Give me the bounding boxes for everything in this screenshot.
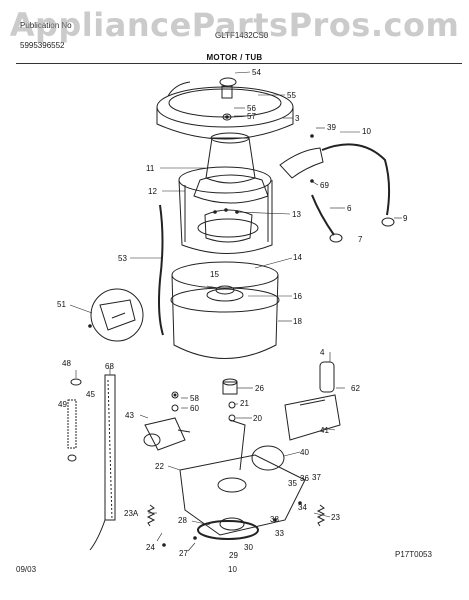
callout-7: 7	[358, 235, 363, 244]
watermark-text: AppliancePartsPros.com	[9, 6, 460, 44]
callout-33: 33	[275, 529, 284, 538]
callout-41: 41	[320, 426, 329, 435]
callout-11: 11	[146, 164, 155, 173]
publication-number: 5995396552	[20, 41, 65, 50]
fill-tube	[89, 374, 116, 551]
lint-component	[319, 361, 335, 393]
callout-9: 9	[403, 214, 408, 223]
callout-16: 16	[293, 292, 302, 301]
callout-27: 27	[179, 549, 188, 558]
callout-34: 34	[298, 503, 307, 512]
callout-12: 12	[148, 187, 157, 196]
callout-18: 18	[293, 317, 302, 326]
callout-58: 58	[190, 394, 199, 403]
callout-30: 30	[244, 543, 253, 552]
callout-35: 35	[288, 479, 297, 488]
callout-69: 69	[320, 181, 329, 190]
model-number: GLTF1432CS0	[215, 31, 269, 40]
water-level-hose	[67, 378, 82, 462]
fittings-column	[171, 378, 238, 422]
footer-date: 09/03	[16, 565, 37, 574]
callout-39: 39	[327, 123, 336, 132]
callout-23: 23	[331, 513, 340, 522]
callout-45: 45	[86, 390, 95, 399]
callout-26: 26	[255, 384, 264, 393]
water-valve	[143, 417, 191, 451]
callout-22: 22	[155, 462, 164, 471]
callout-24: 24	[146, 543, 155, 552]
inset-detail	[90, 288, 144, 342]
callout-15: 15	[210, 270, 219, 279]
balance-ring	[156, 81, 294, 140]
callout-54: 54	[252, 68, 261, 77]
fastener-dots	[88, 115, 314, 547]
callout-37: 37	[312, 473, 321, 482]
callout-21: 21	[240, 399, 249, 408]
tub-seal	[206, 285, 244, 302]
publication-label: Publication No	[20, 21, 72, 30]
callout-49: 49	[58, 400, 67, 409]
callout-57: 57	[247, 112, 256, 121]
header-divider	[16, 63, 462, 64]
callout-3: 3	[295, 114, 300, 123]
callout-62: 62	[351, 384, 360, 393]
drive-belt	[197, 520, 259, 540]
suspension-springs	[146, 504, 326, 527]
footer-page-number: 10	[228, 565, 237, 574]
callout-38: 38	[270, 515, 279, 524]
outer-tub	[170, 261, 280, 359]
figure-code: P17T0053	[395, 550, 432, 559]
section-title: MOTOR / TUB	[206, 53, 263, 62]
callout-43: 43	[125, 411, 134, 420]
callout-6: 6	[347, 204, 352, 213]
callout-4: 4	[320, 348, 325, 357]
motor-base	[179, 419, 306, 536]
overflow-hose	[158, 204, 164, 336]
callout-14: 14	[293, 253, 302, 262]
drive-hub	[197, 209, 259, 243]
callout-23a: 23A	[124, 509, 139, 518]
splash-guard	[284, 394, 341, 441]
drain-pump-upper	[279, 143, 395, 243]
callout-55: 55	[287, 91, 296, 100]
callout-28: 28	[178, 516, 187, 525]
callout-10: 10	[362, 127, 371, 136]
callout-68: 68	[105, 362, 114, 371]
callout-40: 40	[300, 448, 309, 457]
fill-cap	[219, 77, 237, 121]
callout-20: 20	[253, 414, 262, 423]
callout-36: 36	[300, 474, 309, 483]
callout-48: 48	[62, 359, 71, 368]
callout-51: 51	[57, 300, 66, 309]
leader-lines	[69, 71, 402, 552]
callout-53: 53	[118, 254, 127, 263]
callout-13: 13	[292, 210, 301, 219]
callout-29: 29	[229, 551, 238, 560]
callout-56: 56	[247, 104, 256, 113]
callout-60: 60	[190, 404, 199, 413]
